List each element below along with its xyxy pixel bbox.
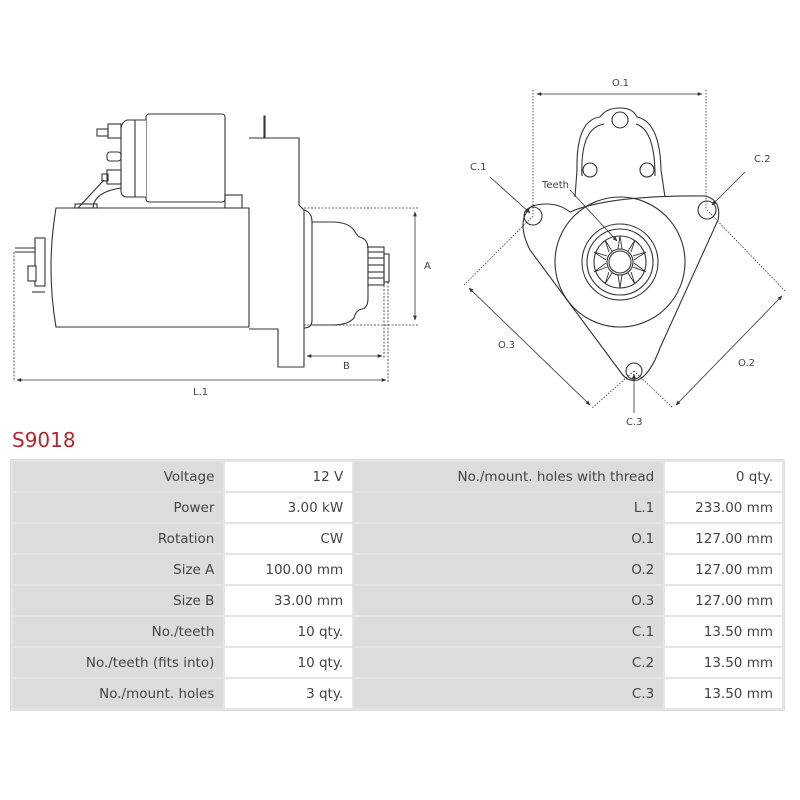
spec-label: No./mount. holes with thread	[354, 462, 664, 491]
table-row: No./teeth 10 qty. C.1 13.50 mm	[13, 617, 782, 646]
c1-label: C.1	[470, 162, 487, 173]
spec-value: 13.50 mm	[665, 617, 782, 646]
spec-label: C.2	[354, 648, 664, 677]
spec-label: C.3	[354, 679, 664, 708]
table-row: Size A 100.00 mm O.2 127.00 mm	[13, 555, 782, 584]
o3-label: O.3	[498, 340, 515, 351]
spec-value: 10 qty.	[225, 617, 353, 646]
c2-label: C.2	[754, 154, 771, 165]
table-row: Rotation CW O.1 127.00 mm	[13, 524, 782, 553]
spec-label: Rotation	[13, 524, 224, 553]
teeth-label: Teeth	[541, 180, 569, 191]
side-view-dimensions	[13, 207, 418, 382]
spec-label: C.1	[354, 617, 664, 646]
spec-value: 10 qty.	[225, 648, 353, 677]
o2-label: O.2	[738, 358, 755, 369]
spec-label: Size B	[13, 586, 224, 615]
spec-label: Voltage	[13, 462, 224, 491]
spec-label: No./mount. holes	[13, 679, 224, 708]
spec-label: O.2	[354, 555, 664, 584]
size-b-label: B	[343, 361, 350, 372]
spec-value: CW	[225, 524, 353, 553]
starter-motor-technical-drawing: A B L.1	[13, 78, 787, 428]
length-l1-label: L.1	[193, 387, 208, 398]
spec-value: 127.00 mm	[665, 524, 782, 553]
spec-value: 100.00 mm	[225, 555, 353, 584]
spec-value: 127.00 mm	[665, 555, 782, 584]
spec-value: 3 qty.	[225, 679, 353, 708]
spec-label: O.3	[354, 586, 664, 615]
spec-label: Size A	[13, 555, 224, 584]
spec-value: 33.00 mm	[225, 586, 353, 615]
spec-value: 0 qty.	[665, 462, 782, 491]
spec-label: L.1	[354, 493, 664, 522]
spec-value: 12 V	[225, 462, 353, 491]
spec-value: 13.50 mm	[665, 648, 782, 677]
spec-label: O.1	[354, 524, 664, 553]
table-row: Voltage 12 V No./mount. holes with threa…	[13, 462, 782, 491]
spec-label: Power	[13, 493, 224, 522]
product-code-title: S9018	[12, 428, 76, 452]
spec-value: 127.00 mm	[665, 586, 782, 615]
size-a-label: A	[424, 261, 431, 272]
o1-label: O.1	[612, 78, 629, 89]
spec-value: 233.00 mm	[665, 493, 782, 522]
spec-label: No./teeth	[13, 617, 224, 646]
front-view-dimensions	[463, 90, 787, 413]
spec-label: No./teeth (fits into)	[13, 648, 224, 677]
spec-value: 3.00 kW	[225, 493, 353, 522]
table-row: Power 3.00 kW L.1 233.00 mm	[13, 493, 782, 522]
table-row: No./teeth (fits into) 10 qty. C.2 13.50 …	[13, 648, 782, 677]
front-view-drawing	[522, 107, 720, 381]
specifications-table: Voltage 12 V No./mount. holes with threa…	[10, 459, 785, 711]
spec-value: 13.50 mm	[665, 679, 782, 708]
table-row: No./mount. holes 3 qty. C.3 13.50 mm	[13, 679, 782, 708]
side-view-drawing	[15, 113, 390, 368]
table-row: Size B 33.00 mm O.3 127.00 mm	[13, 586, 782, 615]
c3-label: C.3	[626, 417, 643, 428]
